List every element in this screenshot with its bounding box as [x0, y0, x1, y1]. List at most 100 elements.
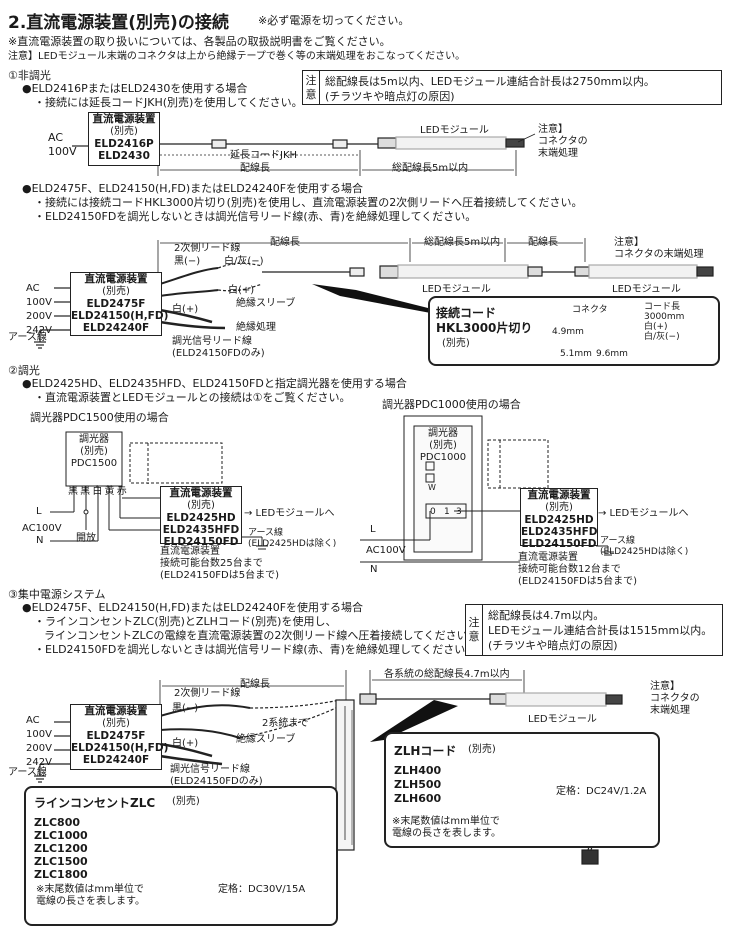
pdc1500-wires: 黒 黒 白 黄 赤 — [68, 486, 127, 497]
pdc1000-led-arrow: → LEDモジュールへ — [598, 508, 689, 519]
d2-wiring-length: 配線長 — [270, 237, 300, 248]
d2-caution: 注意】コネクタの末端処理 — [614, 237, 704, 260]
zlc-title: ラインコンセントZLC — [34, 796, 156, 810]
zlc-callout — [24, 786, 338, 926]
pdc1000-t1: 1 — [444, 507, 450, 517]
zlc-rating: 定格：DC30V/15A — [218, 884, 306, 895]
pdc1500-ac: AC100V — [22, 523, 62, 534]
header-note-1: ※直流電源装置の取り扱いについては、各製品の取扱説明書をご覧ください。 — [8, 35, 391, 48]
pdc1000-L: L — [370, 524, 376, 535]
d2-led-1: LEDモジュール — [422, 284, 491, 295]
d1-wiring-length: 配線長 — [240, 163, 270, 174]
sec2-heading: ②調光 — [8, 364, 40, 377]
sec3-black: 黒(−) — [172, 703, 199, 714]
zlh-sub: (別売) — [468, 744, 496, 755]
sec1-bullet-2a: ・接続には接続コードHKL3000片切り(別売)を使用し、直流電源装置の2次側リ… — [34, 196, 583, 209]
zlc-sub: (別売) — [172, 796, 200, 807]
sec3-bullet-1: ●ELD2475F、ELD24150(H,FD)またはELD24240Fを使用す… — [22, 601, 364, 614]
zlc-note: ※末尾数値はmm単位で電線の長さを表します。 — [36, 884, 145, 907]
d1-caution: 注意】コネクタの末端処理 — [538, 124, 588, 159]
hkl-dim-2: 5.1mm — [560, 349, 592, 359]
pdc1500-open: 開放 — [76, 533, 96, 544]
sec1-bullet-1a: ・接続には延長コードJKH(別売)を使用してください。 — [34, 96, 303, 109]
pdc1500-N: N — [36, 535, 44, 546]
sec3-bullet-1a: ・ラインコンセントZLC(別売)とZLHコード(別売)を使用し、 — [34, 615, 337, 628]
sec3-each-length: 各系統の総配線長4.7m以内 — [384, 669, 510, 680]
warning-text: ※必ず電源を切ってください。 — [258, 14, 410, 27]
d2-total-length: 総配線長5m以内 — [424, 237, 501, 248]
hkl-cord-sub: (別売) — [442, 338, 470, 349]
d2-black: 黒(−) — [174, 256, 201, 267]
sec1-bullet-2: ●ELD2475F、ELD24150(H,FD)またはELD24240Fを使用す… — [22, 182, 364, 195]
d2-sleeve: 絶縁スリーブ — [236, 298, 296, 309]
d2-wiring-length-2: 配線長 — [528, 237, 558, 248]
sec3-signal-lead: 調光信号リード線(ELD24150FDのみ) — [170, 764, 263, 787]
zlh-rating: 定格：DC24V/1.2A — [556, 786, 647, 797]
zlh-title: ZLHコード — [394, 744, 457, 758]
sec3-two-systems: 2系統まで — [262, 718, 309, 729]
hkl-connector-label: コネクタ — [572, 305, 608, 315]
header-note-2: 注意】LEDモジュール末端のコネクタは上から絶縁テープで巻く等の末端処理をおこな… — [8, 51, 466, 62]
d2-secondary-lead: 2次側リード線 — [174, 243, 241, 254]
zlh-callout — [384, 732, 660, 848]
pdc1500-led-arrow: → LEDモジュールへ — [244, 508, 335, 519]
d1-ext-cord: 延長コードJKH — [230, 150, 298, 161]
sec3-wiring-length: 配線長 — [240, 679, 270, 690]
d2-signal-lead: 調光信号リード線(ELD24150FDのみ) — [172, 336, 265, 359]
pdc1000-t0: 0 — [430, 507, 436, 517]
sec3-sleeve: 絶縁スリーブ — [236, 734, 296, 745]
pdc1000-earth: アース線(ELD2425HDは除く) — [600, 536, 689, 557]
page-title: 2.直流電源装置(別売)の接続 — [8, 13, 229, 33]
d1-voltage: 100V — [48, 145, 77, 158]
pdc1000-capacity: 直流電源装置接続可能台数12台まで(ELD24150FDは5台まで) — [518, 552, 638, 587]
pdc1000-t3: 3 — [456, 507, 462, 517]
sec3-caution: 注意】コネクタの末端処理 — [650, 681, 700, 716]
pdc1000-title: 調光器PDC1000使用の場合 — [382, 398, 521, 411]
sec1-heading: ①非調光 — [8, 69, 51, 82]
pdc1000-N: N — [370, 564, 378, 575]
d1-led-module: LEDモジュール — [420, 125, 489, 136]
pdc1500-dimmer: 調光器(別売)PDC1500 — [70, 434, 118, 469]
pdc1000-ac: AC100V — [366, 545, 406, 556]
sec2-bullet-1a: ・直流電源装置とLEDモジュールとの接続は①をご覧ください。 — [34, 391, 351, 404]
d2-white-plus: 白(+) — [228, 285, 255, 296]
pdc1500-L: L — [36, 506, 42, 517]
d2-earth: アース線 — [8, 332, 47, 343]
sec2-bullet-1: ●ELD2425HD、ELD2435HFD、ELD24150FDと指定調光器を使… — [22, 377, 407, 390]
hkl-dim-3: 9.6mm — [596, 349, 628, 359]
sec3-bullet-1b: ラインコンセントZLCの電線を直流電源装置の2次側リード線へ圧着接続してください… — [44, 629, 479, 642]
sec3-earth: アース線 — [8, 767, 47, 778]
d1-total-length: 総配線長5m以内 — [392, 163, 469, 174]
pdc1000-W: W — [428, 483, 436, 492]
sec3-secondary-lead: 2次側リード線 — [174, 688, 241, 699]
pdc1000-dimmer: 調光器(別売)PDC1000 — [419, 428, 467, 463]
pdc1500-title: 調光器PDC1500使用の場合 — [30, 411, 169, 424]
sec3-led-module: LEDモジュール — [528, 714, 597, 725]
d1-ac: AC — [48, 131, 64, 144]
d2-insulation: 絶縁処理 — [236, 322, 276, 333]
zlh-note: ※末尾数値はmm単位で電線の長さを表します。 — [392, 816, 501, 839]
sec1-bullet-2b: ・ELD24150FDを調光しないときは調光信号リード線(赤、青)を絶縁処理して… — [34, 210, 477, 223]
hkl-dim-1: 4.9mm — [552, 327, 584, 337]
pdc1500-earth: アース線(ELD2425HDは除く) — [248, 528, 337, 549]
d2-white-gray: 白/灰(−) — [224, 256, 264, 267]
d2-white-plus-2: 白(+) — [172, 304, 199, 315]
d2-led-2: LEDモジュール — [612, 284, 681, 295]
sec3-heading: ③集中電源システム — [8, 588, 106, 601]
sec3-bullet-1c: ・ELD24150FDを調光しないときは調光信号リード線(赤、青)を絶縁処理して… — [34, 643, 477, 656]
sec3-note-box: 注意 総配線長は4.7m以内。LEDモジュール連結合計長は1515mm以内。(チ… — [465, 604, 723, 656]
sec1-bullet-1: ●ELD2416PまたはELD2430を使用する場合 — [22, 82, 248, 95]
sec3-white: 白(+) — [172, 738, 199, 749]
hkl-cord-callout — [428, 296, 720, 366]
